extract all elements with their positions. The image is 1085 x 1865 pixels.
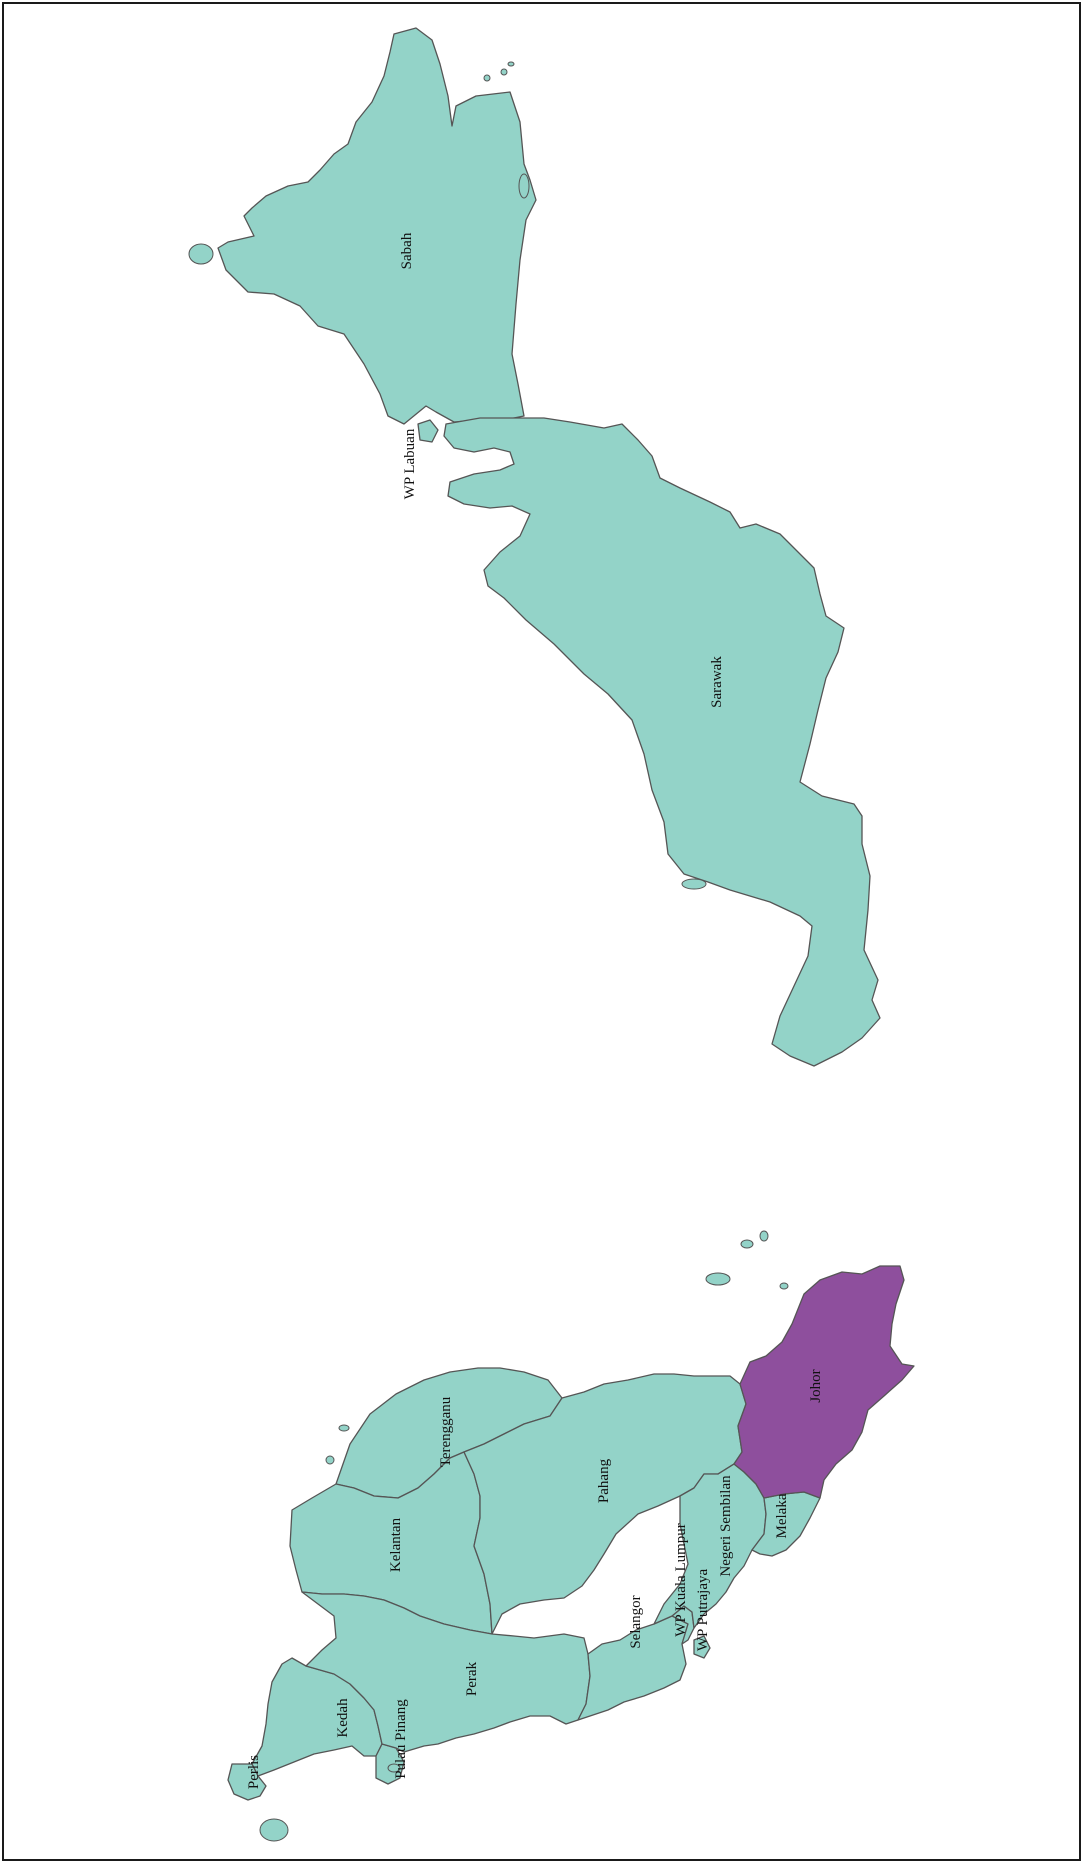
- label-perak: Perak: [464, 1661, 480, 1696]
- peninsula-island-4: [338, 1424, 350, 1432]
- state-selangor[interactable]: [577, 1605, 689, 1721]
- peninsula-island-5: [325, 1455, 335, 1465]
- peninsula-island-tioman: [705, 1272, 731, 1286]
- label-terengganu: Terengganu: [438, 1396, 454, 1467]
- borneo-island-3: [500, 68, 508, 76]
- state-sabah[interactable]: [217, 27, 537, 425]
- borneo-island-4: [507, 61, 515, 67]
- peninsula-island-langkawi: [259, 1818, 289, 1842]
- borneo-island-1: [518, 173, 530, 199]
- state-perak[interactable]: [301, 1591, 591, 1753]
- peninsula-island-2: [759, 1230, 769, 1242]
- label-kelantan: Kelantan: [388, 1517, 404, 1572]
- borneo-island-2: [483, 74, 491, 82]
- state-wp-labuan[interactable]: [417, 419, 439, 443]
- label-negeri-sembilan: Negeri Sembilan: [718, 1475, 734, 1577]
- label-pulau-pinang: Pulau Pinang: [393, 1699, 409, 1779]
- label-selangor: Selangor: [628, 1595, 644, 1648]
- state-wp-putrajaya[interactable]: [693, 1635, 711, 1659]
- label-kedah: Kedah: [335, 1698, 351, 1738]
- peninsula-island-1: [740, 1239, 754, 1249]
- borneo-island-5: [681, 878, 707, 890]
- label-melaka: Melaka: [774, 1493, 790, 1538]
- label-perlis: Perlis: [246, 1755, 262, 1789]
- label-sabah: Sabah: [399, 232, 415, 269]
- label-sarawak: Sarawak: [709, 656, 725, 708]
- label-wp-putrajaya: WP Putrajaya: [695, 1568, 711, 1651]
- malaysia-map: Sabah WP Labuan Sarawak Johor Pahang Ter…: [188, 27, 915, 1842]
- state-johor[interactable]: [717, 1265, 915, 1499]
- borneo-island-banggi: [188, 243, 214, 265]
- peninsula-island-6: [387, 1763, 401, 1773]
- label-johor: Johor: [808, 1369, 824, 1402]
- label-wp-kuala-lumpur: WP Kuala Lumpur: [673, 1523, 689, 1637]
- label-pahang: Pahang: [596, 1458, 612, 1503]
- label-wp-labuan: WP Labuan: [402, 428, 418, 499]
- peninsula-island-3: [779, 1282, 789, 1290]
- state-sarawak[interactable]: [443, 417, 881, 1067]
- state-perlis[interactable]: [227, 1763, 267, 1801]
